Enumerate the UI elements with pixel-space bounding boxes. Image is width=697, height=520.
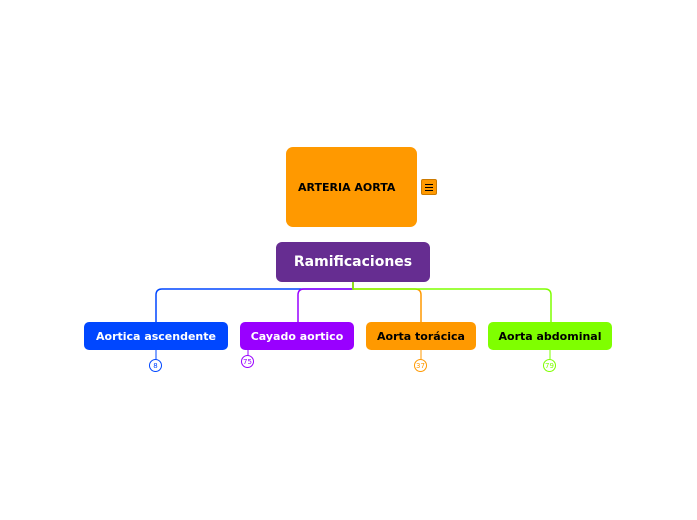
branch-node-aorta-toracica[interactable]: Aorta torácica: [366, 322, 476, 350]
count-badge-aorta-toracica[interactable]: 37: [414, 359, 427, 372]
count-badge-aortica-ascendente[interactable]: 8: [149, 359, 162, 372]
count-badge-cayado-aortico[interactable]: 75: [241, 355, 254, 368]
hamburger-menu-icon[interactable]: [421, 179, 437, 195]
menu-line: [425, 186, 433, 188]
connector-line-aorta-abdominal: [352, 282, 552, 322]
root-topic-label: ARTERIA AORTA: [298, 180, 396, 194]
branch-label: Aorta torácica: [377, 329, 465, 343]
branch-node-aortica-ascendente[interactable]: Aortica ascendente: [84, 322, 228, 350]
badge-count: 37: [416, 361, 425, 370]
menu-line: [425, 183, 433, 185]
count-badge-aorta-abdominal[interactable]: 79: [543, 359, 556, 372]
branch-label: Cayado aortico: [250, 329, 344, 343]
connector-line-aorta-toracica: [352, 282, 422, 322]
hub-topic-node[interactable]: Ramificaciones: [276, 242, 430, 282]
connector-line-cayado-aortico: [297, 282, 354, 322]
root-topic-node[interactable]: ARTERIA AORTA: [286, 147, 417, 227]
branch-node-aorta-abdominal[interactable]: Aorta abdominal: [488, 322, 612, 350]
branch-node-cayado-aortico[interactable]: Cayado aortico: [240, 322, 354, 350]
hub-topic-label: Ramificaciones: [293, 254, 413, 270]
badge-count: 8: [153, 361, 158, 370]
badge-count: 79: [545, 361, 554, 370]
connector-line-aortica-ascendente: [155, 282, 354, 322]
branch-label: Aortica ascendente: [96, 329, 216, 343]
menu-line: [425, 189, 433, 191]
badge-count: 75: [243, 357, 252, 366]
branch-label: Aorta abdominal: [498, 329, 602, 343]
